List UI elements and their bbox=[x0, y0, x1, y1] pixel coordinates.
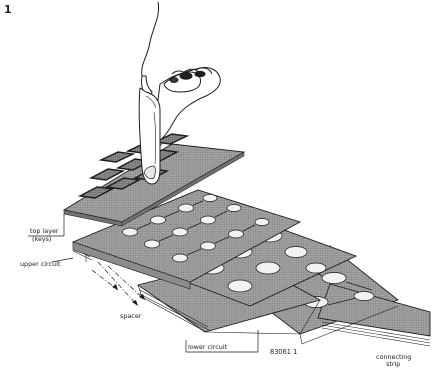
figure-code: 83061 1 bbox=[270, 348, 297, 356]
upper-circuit-traces-sheet bbox=[71, 189, 302, 290]
key[interactable] bbox=[104, 177, 142, 190]
key[interactable] bbox=[98, 151, 136, 163]
arrowheads bbox=[112, 284, 145, 306]
key[interactable] bbox=[152, 133, 190, 145]
label-top-layer-sub: (keys) bbox=[32, 235, 52, 243]
key[interactable] bbox=[77, 186, 115, 199]
figure-number: 1 bbox=[4, 3, 12, 16]
label-upper-circuit: upper circuit bbox=[20, 260, 61, 268]
label-spacer: spacer bbox=[120, 312, 142, 320]
label-lower-circuit: lower circuit bbox=[188, 343, 228, 351]
label-connecting-strip: connecting bbox=[376, 353, 411, 361]
key[interactable] bbox=[88, 168, 126, 181]
labels: top layer (keys) upper circuit spacer lo… bbox=[20, 227, 411, 368]
pointing-hand-icon bbox=[138, 1, 221, 185]
label-connecting-strip-sub: strip bbox=[386, 360, 400, 368]
label-top-layer: top layer bbox=[30, 227, 59, 235]
